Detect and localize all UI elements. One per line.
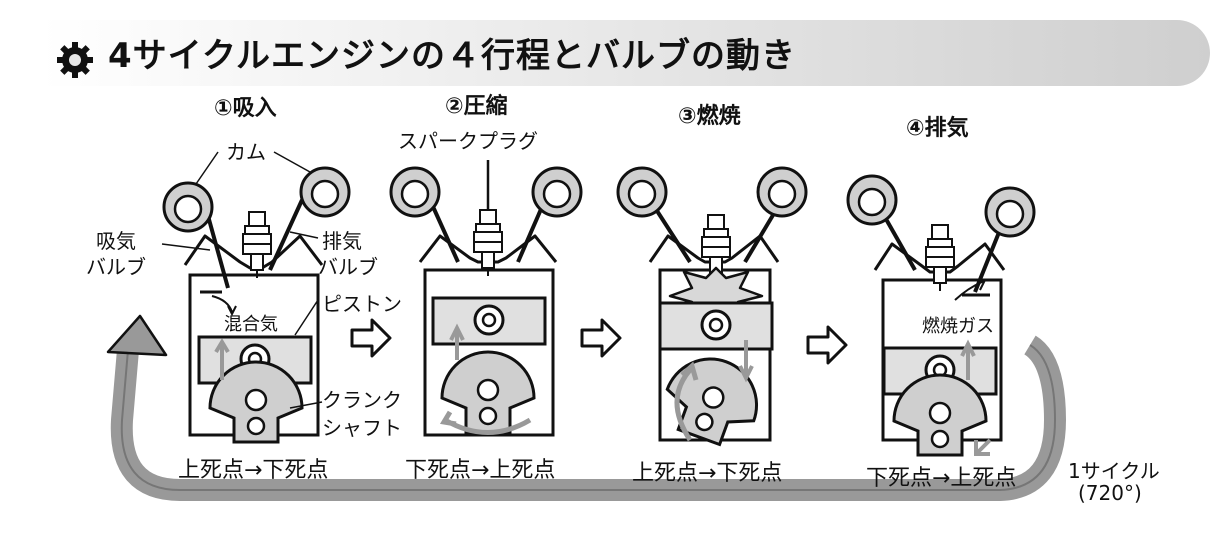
spark-plug-label: スパークプラグ	[398, 129, 538, 153]
stage-label-compression: ②圧縮	[445, 94, 508, 119]
cycle-arrow-icon	[110, 335, 1066, 501]
cycle-label: 1サイクル	[1068, 459, 1160, 483]
gear-icon	[57, 42, 93, 78]
crank-label-2: シャフト	[322, 416, 402, 440]
exhaust-valve-label-1: 排気	[322, 229, 362, 253]
engine-exhaust	[846, 174, 1036, 457]
piston-label: ピストン	[322, 292, 402, 316]
arrow-right-icon	[350, 318, 392, 358]
cycle-angle: (720°)	[1078, 481, 1142, 505]
mixture-label: 混合気	[224, 314, 278, 335]
title-band	[40, 20, 1210, 86]
exhaust-gas-label: 燃焼ガス	[922, 316, 994, 337]
transition-exhaust: 下死点→上死点	[866, 466, 1017, 491]
stage-label-combustion: ③燃焼	[678, 104, 741, 129]
transition-combustion: 上死点→下死点	[632, 461, 783, 486]
intake-valve-label-1: 吸気	[96, 229, 136, 253]
engine-compression	[389, 160, 583, 437]
cam-label: カム	[226, 140, 266, 164]
crank-label-1: クランク	[322, 388, 402, 412]
stage-label-intake: ①吸入	[214, 96, 277, 121]
intake-valve-label-2: バルブ	[86, 255, 146, 279]
pointer-lines	[161, 151, 323, 409]
stage-label-exhaust: ④排気	[906, 116, 969, 141]
arrow-right-icon	[806, 325, 848, 365]
page-title: 4サイクルエンジンの４行程とバルブの動き	[108, 36, 796, 76]
transition-compression: 下死点→上死点	[405, 458, 556, 483]
engine-intake	[162, 166, 351, 444]
transition-intake: 上死点→下死点	[178, 458, 329, 483]
engine-combustion	[616, 166, 808, 455]
arrow-right-icon	[580, 318, 622, 358]
exhaust-valve-label-2: バルブ	[318, 255, 378, 279]
